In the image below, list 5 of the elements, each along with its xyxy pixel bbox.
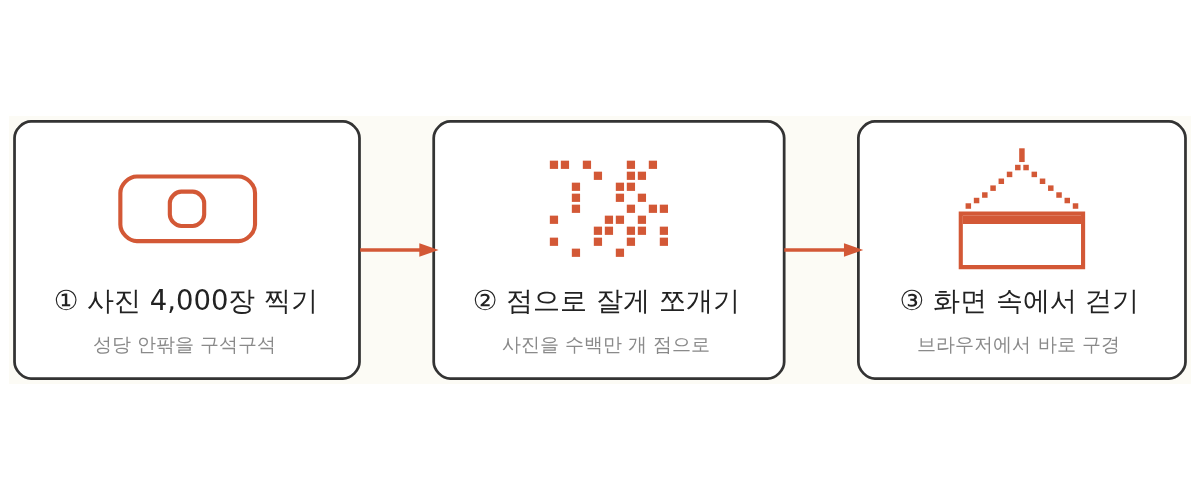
node-box: ③ 화면 속에서 걷기 브라우저에서 바로 구경 [857, 120, 1187, 380]
node-box: ① 사진 4,000장 찍기 성당 안팎을 구석구석 [13, 120, 361, 380]
arrow [360, 243, 439, 257]
node-box: ② 점으로 잘게 쪼개기 사진을 수백만 개 점으로 [432, 120, 786, 380]
arrow [784, 243, 864, 257]
